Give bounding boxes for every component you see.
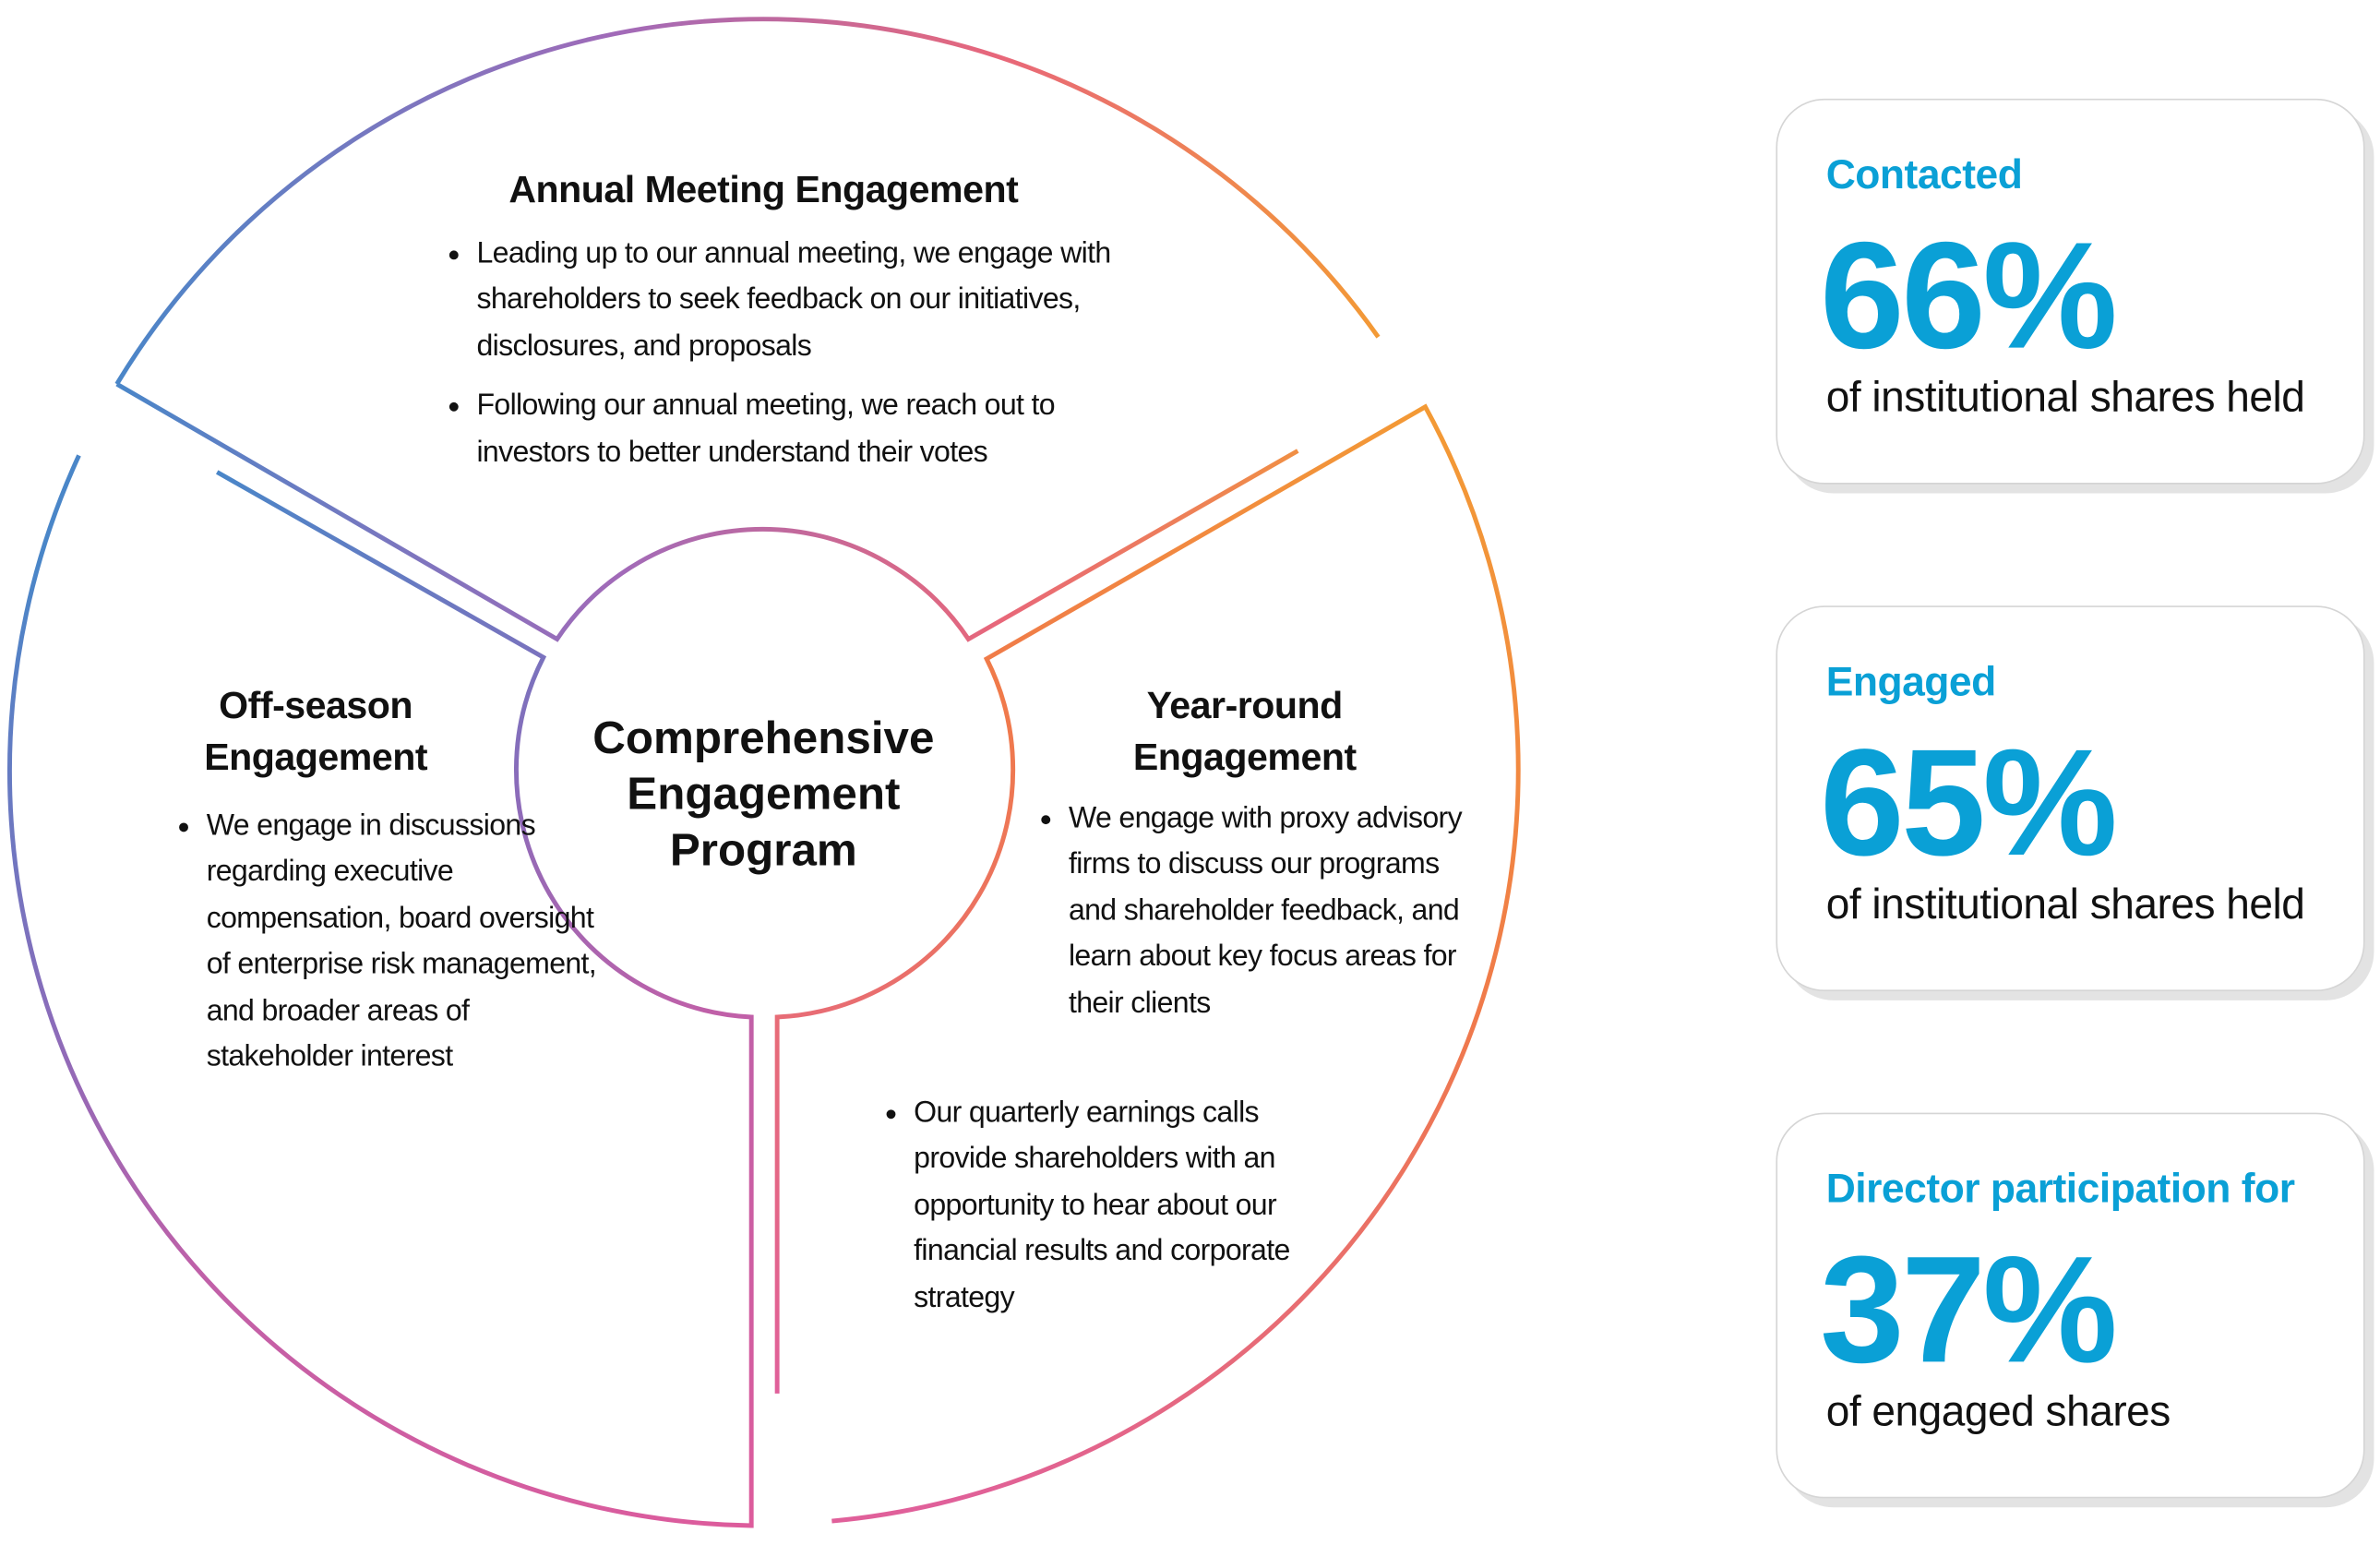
stat-label: Engaged xyxy=(1825,658,1997,705)
annual-bullet: Leading up to our annual meeting, we eng… xyxy=(476,231,1129,369)
yearround-bullets: We engage with proxy advisory firms to d… xyxy=(1035,796,1466,1026)
offseason-title: Off-season Engagement xyxy=(134,680,498,784)
offseason-title-line: Off-season xyxy=(219,684,413,727)
stat-value: 37% xyxy=(1820,1225,2118,1395)
center-title-line: Engagement xyxy=(627,769,901,820)
offseason-bullet: We engage in discussions regarding execu… xyxy=(207,803,604,1080)
annual-title: Annual Meeting Engagement xyxy=(508,168,1019,211)
yearround-title: Year-round Engagement xyxy=(1062,680,1427,784)
yearround-title-line: Year-round xyxy=(1146,684,1344,727)
stat-value: 66% xyxy=(1820,210,2118,381)
stat-card-contacted: Contacted 66% of institutional shares he… xyxy=(1776,98,2365,485)
stat-label: Contacted xyxy=(1825,151,2023,198)
stat-value: 65% xyxy=(1820,717,2118,889)
stat-card-director-participation: Director participation for 37% of engage… xyxy=(1776,1112,2365,1499)
annual-bullets: Leading up to our annual meeting, we eng… xyxy=(443,231,1129,475)
annual-segment-outline xyxy=(114,17,1381,642)
stat-card-engaged: Engaged 65% of institutional shares held xyxy=(1776,605,2365,992)
annual-bullet: Following our annual meeting, we reach o… xyxy=(476,383,1129,475)
offseason-segment-outline xyxy=(6,454,754,1528)
offseason-title-line: Engagement xyxy=(204,736,428,779)
center-title-line: Comprehensive xyxy=(592,713,935,764)
center-title-line: Program xyxy=(669,825,857,877)
yearround-bullet: Our quarterly earnings calls provide sha… xyxy=(914,1090,1293,1321)
yearround-segment-outline xyxy=(774,403,1521,1524)
stat-caption: of institutional shares held xyxy=(1825,373,2305,421)
yearround-title-line: Engagement xyxy=(1132,736,1357,779)
yearround-bullets-2: Our quarterly earnings calls provide sha… xyxy=(880,1090,1293,1321)
offseason-bullets: We engage in discussions regarding execu… xyxy=(173,803,604,1080)
stat-caption: of institutional shares held xyxy=(1825,880,2305,928)
stat-caption: of engaged shares xyxy=(1825,1387,2171,1435)
yearround-bullet: We engage with proxy advisory firms to d… xyxy=(1069,796,1466,1026)
center-title: Comprehensive Engagement Program xyxy=(536,711,991,880)
stat-label: Director participation for xyxy=(1825,1166,2295,1212)
